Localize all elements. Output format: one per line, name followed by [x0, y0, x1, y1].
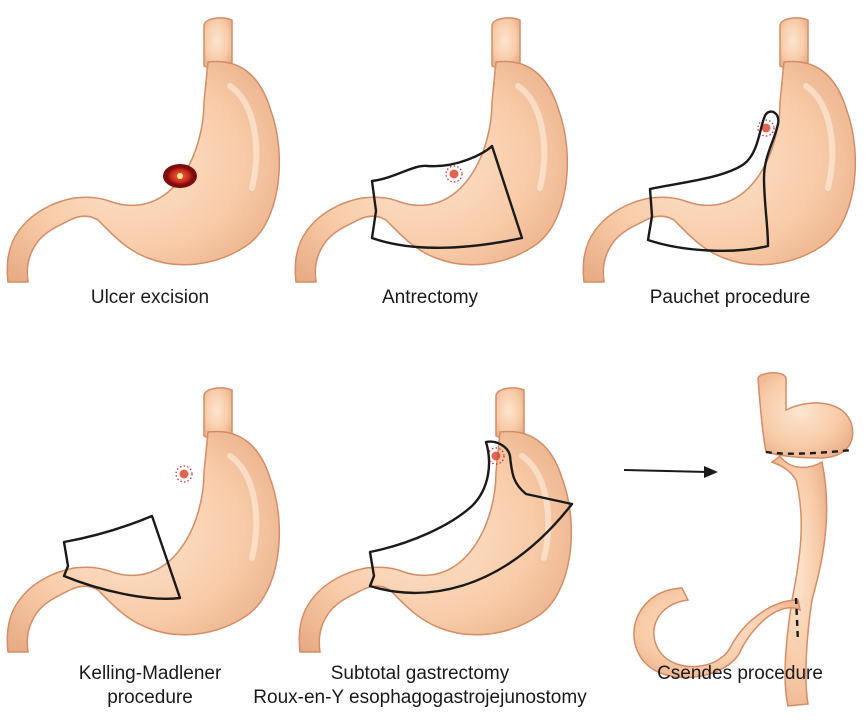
caption-line: Csendes procedure	[630, 662, 850, 686]
caption-line: procedure	[50, 686, 250, 710]
stomach-kelling-madlener	[7, 388, 279, 652]
stomach-antrectomy	[295, 18, 567, 282]
caption-line: Pauchet procedure	[620, 286, 840, 310]
stomach-ulcer-excision	[7, 18, 279, 282]
caption-line: Kelling-Madlener	[50, 662, 250, 686]
stomach-pauchet	[583, 18, 855, 282]
caption-ulcer-excision: Ulcer excision	[50, 286, 250, 310]
caption-kelling-madlener: Kelling-Madlener procedure	[50, 662, 250, 710]
stomach-subtotal-gastrectomy	[299, 388, 572, 652]
caption-line: Roux-en-Y esophagogastrojejunostomy	[230, 686, 610, 710]
caption-pauchet: Pauchet procedure	[620, 286, 840, 310]
caption-line: Antrectomy	[330, 286, 530, 310]
ulcer-marker	[163, 164, 197, 188]
caption-csendes: Csendes procedure	[630, 662, 850, 686]
csendes-reconstruction	[624, 373, 853, 706]
caption-line: Subtotal gastrectomy	[230, 662, 610, 686]
caption-antrectomy: Antrectomy	[330, 286, 530, 310]
caption-subtotal-gastrectomy: Subtotal gastrectomy Roux-en-Y esophagog…	[230, 662, 610, 710]
caption-line: Ulcer excision	[50, 286, 250, 310]
